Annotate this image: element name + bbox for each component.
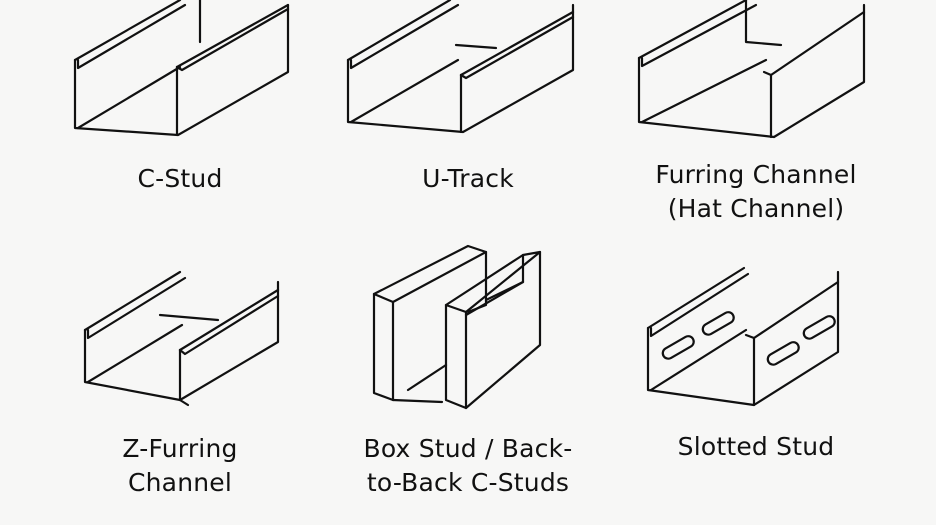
slot-hole [661,335,695,360]
profile-label: C-Stud [137,164,223,193]
slot-hole [766,341,800,366]
profile-z-furring-channel: Z-Furring Channel [30,260,330,525]
box-stud-drawing [372,244,542,410]
slot-hole [701,311,735,336]
slotted-stud-drawing [646,266,840,407]
profile-box-stud: Box Stud / Back- to-Back C-Studs [318,244,618,525]
profile-furring-channel: Furring Channel (Hat Channel) [606,0,906,260]
profile-slotted-stud: Slotted Stud [606,260,906,525]
profile-u-track: U-Track [318,0,618,260]
profile-label: Z-Furring Channel [122,434,238,497]
profile-label: Slotted Stud [677,432,835,461]
u-track-drawing [346,0,575,134]
profile-label: Box Stud / Back- to-Back C-Studs [363,434,573,497]
furring-channel-drawing [637,0,866,139]
profile-c-stud: C-Stud [30,0,330,260]
slot-hole [802,315,836,340]
c-stud-drawing [73,0,290,137]
z-furring-channel-drawing [83,270,280,407]
profile-label: Furring Channel (Hat Channel) [655,160,857,223]
profile-label: U-Track [422,164,514,193]
